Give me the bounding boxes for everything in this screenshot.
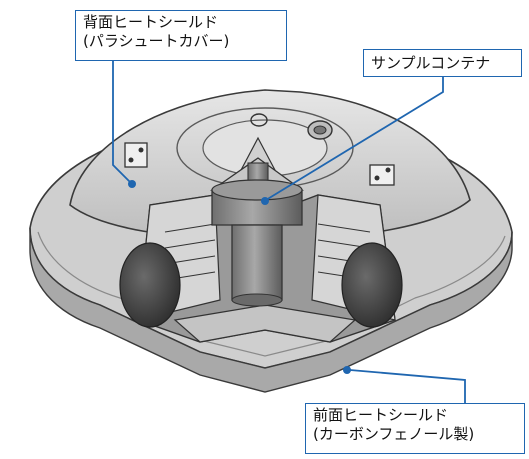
leader-sample-container bbox=[265, 77, 444, 201]
leader-front-shield bbox=[349, 369, 466, 403]
dot-back-shield bbox=[128, 180, 136, 188]
sample-container-label-line1: サンプルコンテナ bbox=[371, 54, 491, 72]
leader-lines bbox=[112, 61, 466, 403]
sample-container bbox=[209, 136, 304, 307]
front-heat-shield-label-line2: (カーボンフェノール製) bbox=[313, 425, 475, 443]
leader-back-shield bbox=[112, 61, 131, 183]
dot-front-shield bbox=[343, 366, 351, 374]
front-heat-shield-label: 前面ヒートシールド (カーボンフェノール製) bbox=[305, 403, 525, 454]
sample-container-label: サンプルコンテナ bbox=[363, 49, 522, 77]
back-heat-shield-label-line2: (パラシュートカバー) bbox=[83, 32, 230, 50]
front-heat-shield-label-line1: 前面ヒートシールド bbox=[313, 406, 449, 424]
dot-sample-container bbox=[261, 197, 269, 205]
left-pad bbox=[119, 242, 181, 328]
leader-dots bbox=[128, 180, 351, 374]
back-heat-shield-label-line1: 背面ヒートシールド bbox=[83, 13, 219, 31]
back-heat-shield-label: 背面ヒートシールド (パラシュートカバー) bbox=[75, 10, 287, 61]
right-pad bbox=[341, 242, 403, 328]
